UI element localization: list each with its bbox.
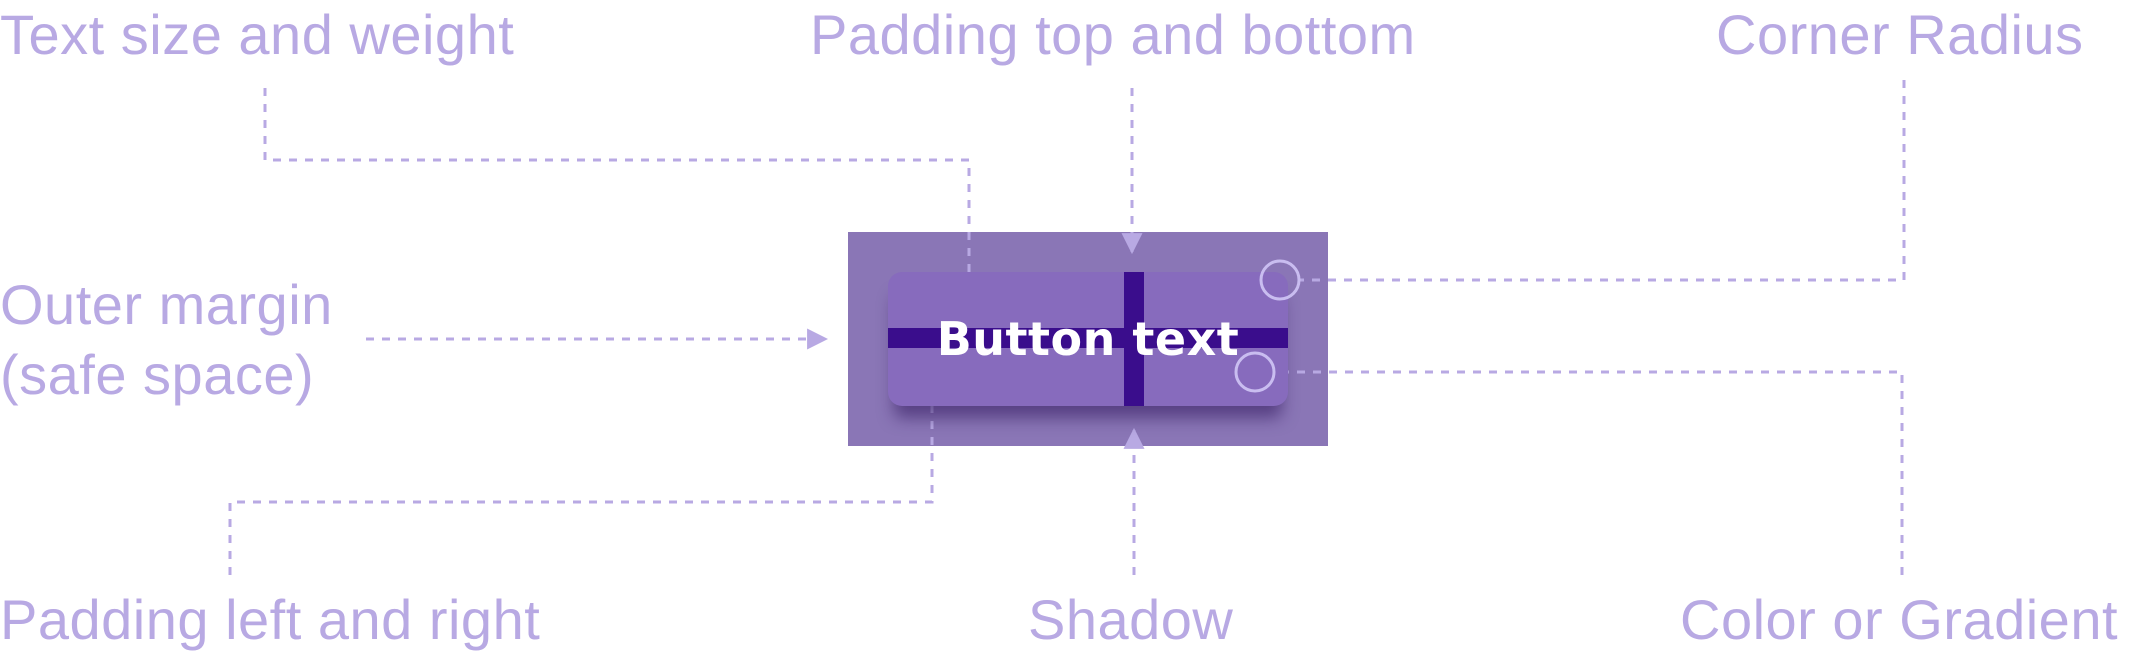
label-outer-margin: Outer margin (safe space) <box>0 270 333 410</box>
label-outer-margin-line1: Outer margin <box>0 273 333 336</box>
label-shadow: Shadow <box>1028 588 1234 651</box>
label-outer-margin-line2: (safe space) <box>0 343 315 406</box>
label-corner-radius: Corner Radius <box>1716 3 2084 66</box>
padding-left-right-bar <box>888 328 1288 348</box>
leader-text-size <box>263 88 980 309</box>
button-demo: Button text <box>888 272 1288 406</box>
label-text-size-and-weight: Text size and weight <box>0 3 515 66</box>
padding-top-bottom-bar <box>1124 272 1144 406</box>
leader-padding-left <box>228 357 943 575</box>
leader-corner-radius <box>1300 80 1906 282</box>
leader-color <box>1274 370 1904 575</box>
button-text: Button text <box>936 312 1240 366</box>
label-padding-top-and-bottom: Padding top and bottom <box>810 3 1416 66</box>
label-color-or-gradient: Color or Gradient <box>1680 588 2119 651</box>
label-padding-left-and-right: Padding left and right <box>0 588 541 651</box>
